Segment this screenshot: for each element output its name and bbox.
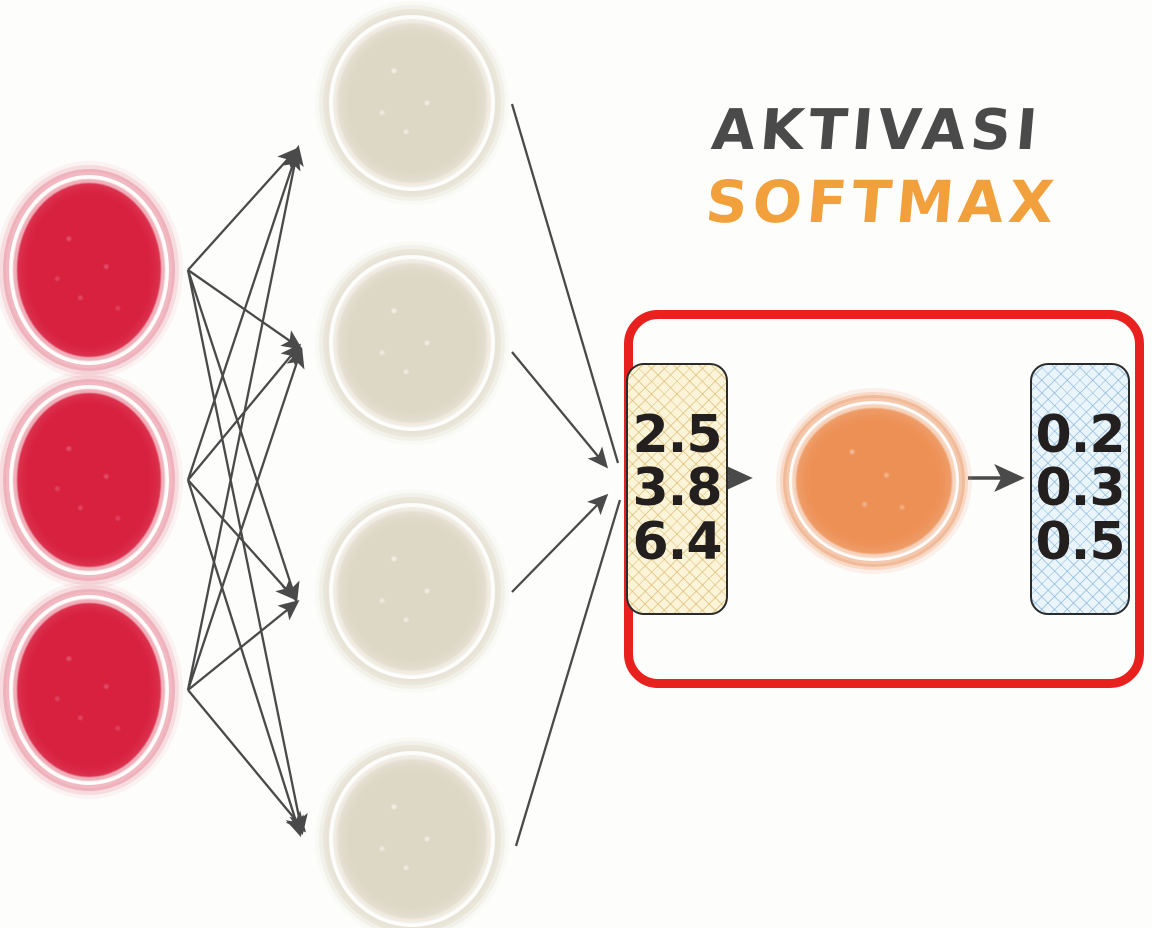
node-core xyxy=(17,393,161,567)
hidden-node-3[interactable] xyxy=(326,500,498,682)
node-core xyxy=(17,603,161,777)
node-ring xyxy=(326,12,498,194)
input-node-1[interactable] xyxy=(6,172,172,368)
node-ring xyxy=(326,252,498,434)
node-ring xyxy=(786,398,962,564)
input-node-2[interactable] xyxy=(6,382,172,578)
node-core xyxy=(337,759,487,919)
weight-arrows xyxy=(186,144,308,838)
node-core xyxy=(337,23,487,183)
hidden-node-4[interactable] xyxy=(326,748,498,928)
node-core xyxy=(17,183,161,357)
probability-value-2: 0.3 xyxy=(1035,458,1125,519)
title-softmax: SOFTMAX xyxy=(703,168,1062,236)
node-ring xyxy=(6,592,172,788)
title-aktivasi: AKTIVASI xyxy=(709,98,1045,163)
logit-value-2: 3.8 xyxy=(632,458,722,519)
node-ring xyxy=(6,382,172,578)
softmax-node[interactable] xyxy=(786,398,962,564)
logit-value-3: 6.4 xyxy=(632,511,722,572)
probabilities-box[interactable]: 0.2 0.3 0.5 xyxy=(1030,363,1130,615)
hidden-node-1[interactable] xyxy=(326,12,498,194)
probability-value-3: 0.5 xyxy=(1035,511,1125,572)
convergence-lines xyxy=(510,103,622,847)
logit-value-1: 2.5 xyxy=(632,405,722,466)
probability-value-1: 0.2 xyxy=(1035,405,1125,466)
node-core xyxy=(337,263,487,423)
node-core xyxy=(337,511,487,671)
node-core xyxy=(796,408,952,554)
logits-box[interactable]: 2.5 3.8 6.4 xyxy=(626,363,728,615)
node-ring xyxy=(6,172,172,368)
hidden-node-2[interactable] xyxy=(326,252,498,434)
node-ring xyxy=(326,500,498,682)
input-node-3[interactable] xyxy=(6,592,172,788)
